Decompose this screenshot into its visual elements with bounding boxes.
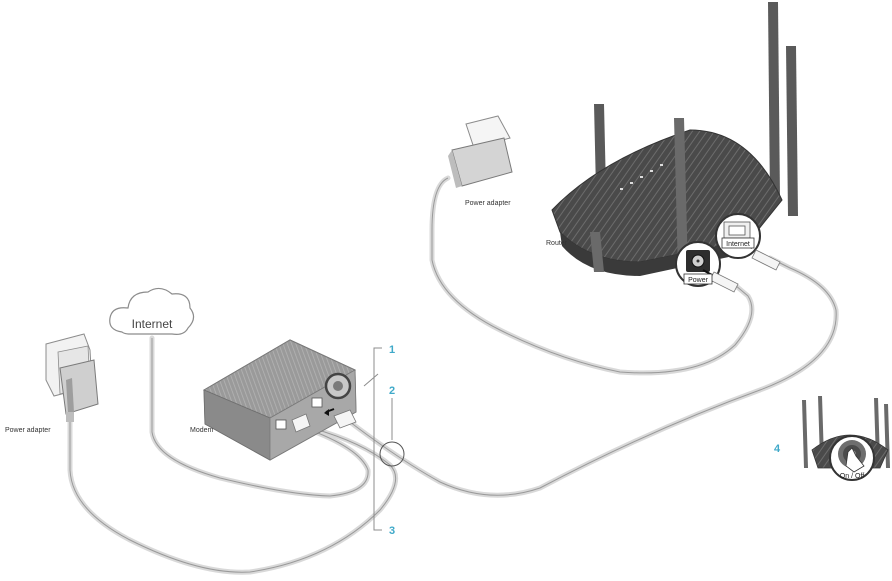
port-internet-label: Internet xyxy=(726,241,750,248)
step-2-marker xyxy=(379,441,405,467)
step-bracket: 1 2 3 xyxy=(363,344,405,537)
power-adapter-left: Power adapter xyxy=(5,333,99,434)
internet-cloud: Internet xyxy=(109,287,195,335)
step-1-number: 1 xyxy=(389,344,395,356)
cables xyxy=(67,175,839,575)
router-internet-port-zoom: Internet xyxy=(715,213,781,271)
modem: Modem xyxy=(190,339,357,461)
antenna-back-right-1 xyxy=(768,2,780,200)
internet-cloud-label: Internet xyxy=(132,317,173,331)
ethernet-cable xyxy=(347,255,839,498)
port-power-label: Power xyxy=(688,277,709,284)
modem-label: Modem xyxy=(190,427,214,434)
power-adapter-top: Power adapter xyxy=(448,115,513,207)
modem-port-left xyxy=(275,419,287,430)
modem-power-cable xyxy=(67,419,399,575)
on-off-label: On / Off xyxy=(840,473,864,480)
antenna-front-right xyxy=(674,118,688,272)
step-3-number: 3 xyxy=(389,525,395,537)
step-4-onoff: 4 On / Off xyxy=(774,396,890,481)
step-2-number: 2 xyxy=(389,385,395,397)
finger-press-icon xyxy=(845,447,865,473)
router-power-port-zoom: Power xyxy=(675,241,739,293)
antenna-front-left xyxy=(590,232,604,272)
antenna-back-left xyxy=(594,104,606,190)
router-leds xyxy=(620,164,663,190)
power-adapter-top-label: Power adapter xyxy=(465,200,511,207)
power-adapter-left-label: Power adapter xyxy=(5,427,51,434)
step-4-number: 4 xyxy=(774,443,781,455)
modem-port-right xyxy=(311,397,323,408)
router-label: Router xyxy=(546,240,568,247)
antenna-back-right-2 xyxy=(786,46,798,216)
